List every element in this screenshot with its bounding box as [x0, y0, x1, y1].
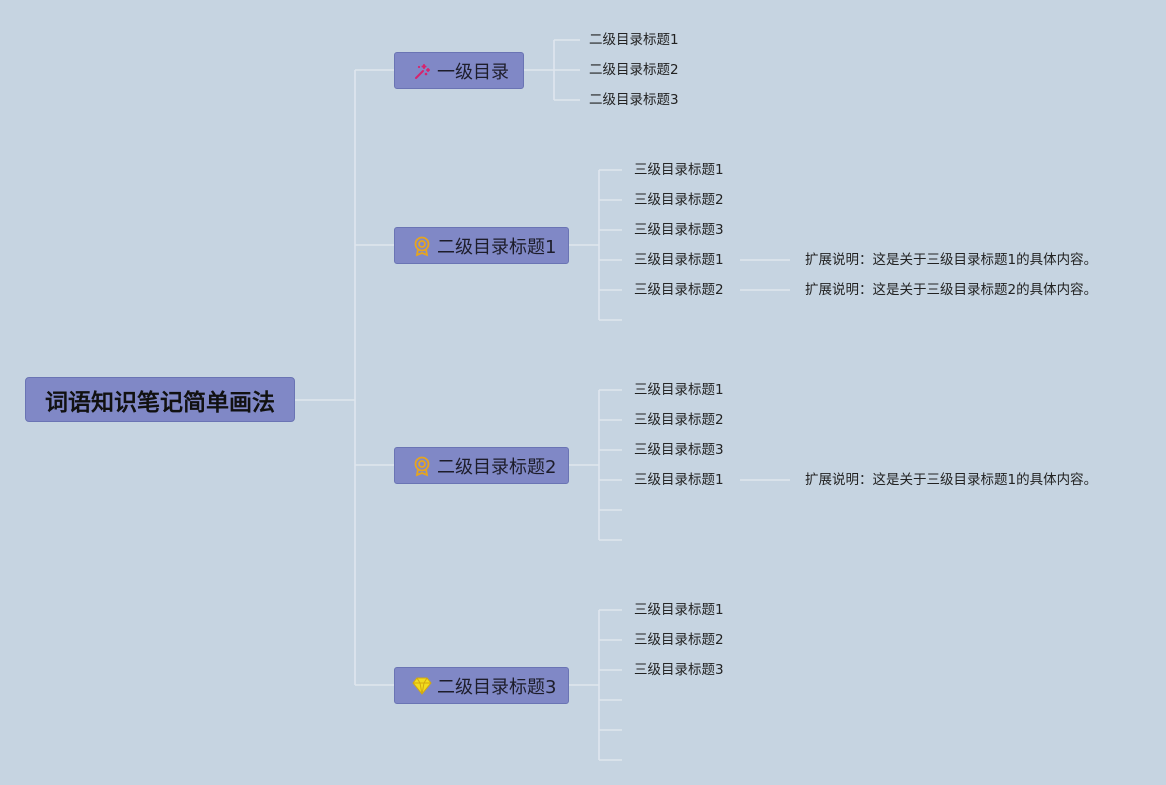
- leaf-item[interactable]: 三级目录标题1: [634, 252, 724, 268]
- branch-node-3[interactable]: 二级目录标题2: [394, 447, 569, 484]
- magic-wand-icon: [411, 60, 433, 82]
- leaf-item[interactable]: 二级目录标题3: [589, 92, 679, 108]
- note-item[interactable]: 扩展说明：这是关于三级目录标题1的具体内容。: [805, 472, 1098, 488]
- leaf-item[interactable]: 三级目录标题3: [634, 662, 724, 678]
- medal-icon: [411, 235, 433, 257]
- branch-label: 一级目录: [437, 61, 509, 83]
- branch-label: 二级目录标题2: [437, 456, 557, 478]
- leaf-item[interactable]: 三级目录标题1: [634, 472, 724, 488]
- medal-icon: [411, 455, 433, 477]
- leaf-item[interactable]: 二级目录标题2: [589, 62, 679, 78]
- leaf-item[interactable]: 三级目录标题1: [634, 162, 724, 178]
- branch-label: 二级目录标题1: [437, 236, 557, 258]
- leaf-item[interactable]: 三级目录标题3: [634, 442, 724, 458]
- leaf-item[interactable]: 三级目录标题1: [634, 382, 724, 398]
- leaf-item[interactable]: 三级目录标题2: [634, 192, 724, 208]
- branch-node-4[interactable]: 二级目录标题3: [394, 667, 569, 704]
- leaf-item[interactable]: 二级目录标题1: [589, 32, 679, 48]
- note-item[interactable]: 扩展说明：这是关于三级目录标题1的具体内容。: [805, 252, 1098, 268]
- branch-node-1[interactable]: 一级目录: [394, 52, 524, 89]
- branch-node-2[interactable]: 二级目录标题1: [394, 227, 569, 264]
- leaf-item[interactable]: 三级目录标题2: [634, 412, 724, 428]
- leaf-item[interactable]: 三级目录标题2: [634, 282, 724, 298]
- branch-label: 二级目录标题3: [437, 676, 557, 698]
- note-item[interactable]: 扩展说明：这是关于三级目录标题2的具体内容。: [805, 282, 1098, 298]
- leaf-item[interactable]: 三级目录标题2: [634, 632, 724, 648]
- root-title: 词语知识笔记简单画法: [45, 389, 275, 416]
- leaf-item[interactable]: 三级目录标题1: [634, 602, 724, 618]
- root-node[interactable]: 词语知识笔记简单画法: [25, 377, 295, 422]
- diamond-icon: [411, 675, 433, 697]
- leaf-item[interactable]: 三级目录标题3: [634, 222, 724, 238]
